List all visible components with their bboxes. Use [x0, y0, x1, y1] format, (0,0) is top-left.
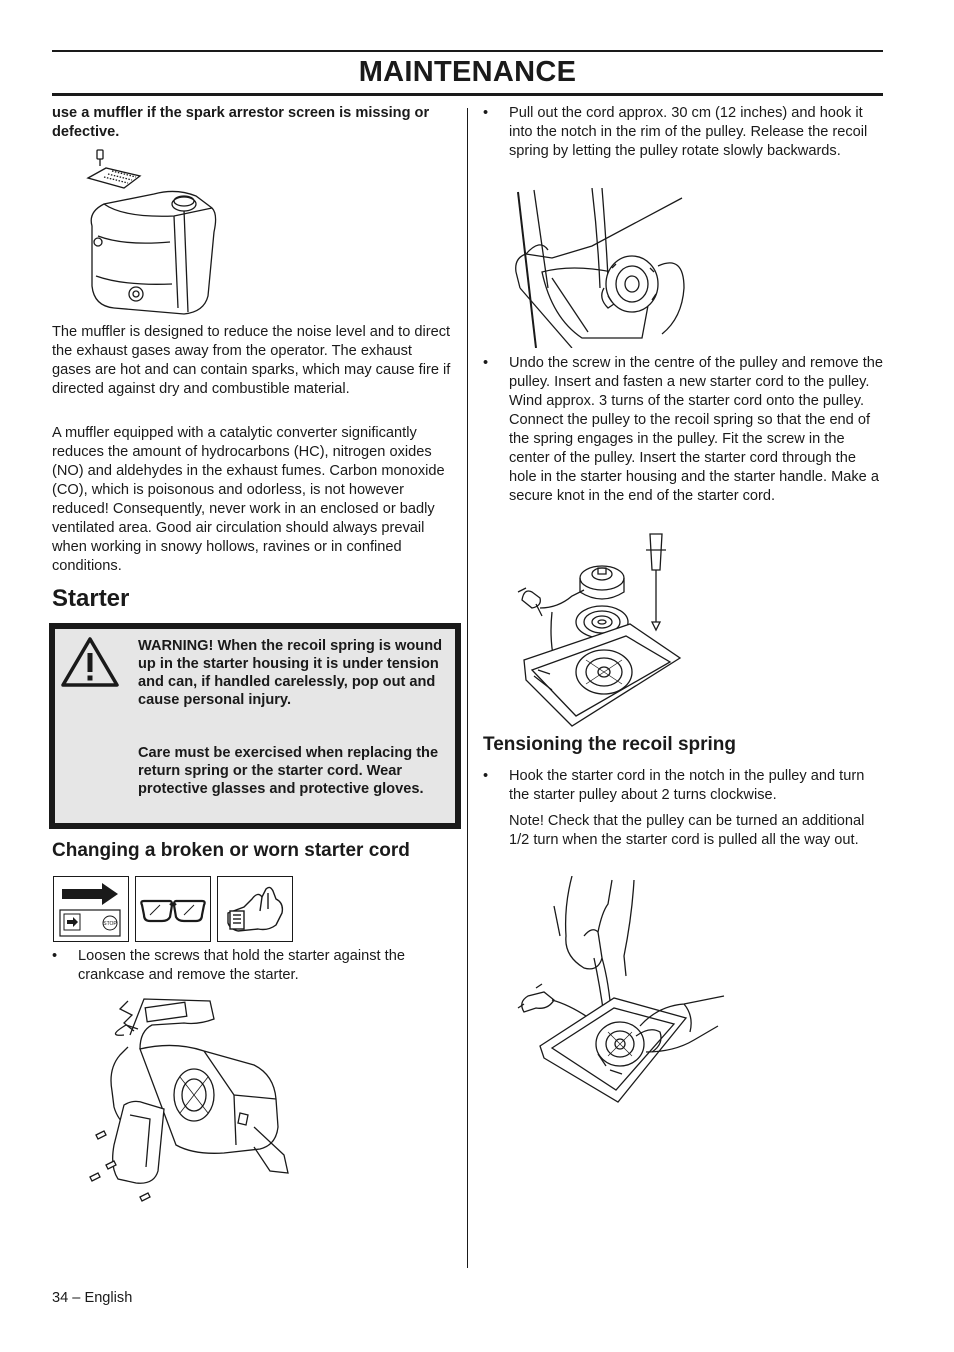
page-title: MAINTENANCE [358, 56, 577, 88]
svg-text:STOP: STOP [103, 921, 117, 927]
hook-cord-text: Hook the starter cord in the notch in th… [509, 768, 865, 803]
muffler-illustration [84, 146, 224, 318]
left-bullet-item: • Loosen the screws that hold the starte… [52, 947, 452, 985]
intro-bold-text: use a muffler if the spark arrestor scre… [52, 105, 430, 140]
muffler-paragraph: The muffler is designed to reduce the no… [52, 324, 451, 397]
pulley-assembly-illustration [512, 530, 684, 728]
pull-cord-text: Pull out the cord approx. 30 cm (12 inch… [509, 105, 868, 159]
loosen-screws-text: Loosen the screws that hold the starter … [78, 948, 405, 983]
warning-triangle-icon [60, 636, 120, 688]
column-divider [467, 108, 468, 1268]
tensioning-spring-illustration [514, 876, 726, 1108]
warning-text-2: Care must be exercised when replacing th… [138, 745, 439, 797]
chainsaw-starter-illustration [84, 995, 294, 1210]
warning-box [55, 629, 455, 823]
undo-screw-text: Undo the screw in the centre of the pull… [509, 355, 883, 504]
protective-glasses-icon [135, 876, 211, 942]
header-top-rule [52, 50, 883, 52]
bullet-marker: • [483, 105, 489, 121]
tensioning-heading: Tensioning the recoil spring [483, 734, 737, 755]
note-text: Note! Check that the pulley can be turne… [509, 813, 865, 848]
page-footer: 34 – English [52, 1290, 133, 1306]
right-bullet-item-2: • Undo the screw in the centre of the pu… [483, 354, 883, 506]
protective-gloves-icon [217, 876, 293, 942]
warning-text-1: WARNING! When the recoil spring is wound… [138, 638, 443, 708]
right-bullet-item-1: • Pull out the cord approx. 30 cm (12 in… [483, 104, 883, 161]
bullet-marker: • [483, 768, 489, 784]
starter-heading: Starter [52, 585, 130, 612]
pulley-release-illustration [512, 188, 688, 348]
changing-cord-heading: Changing a broken or worn starter cord [52, 840, 410, 861]
catalytic-paragraph: A muffler equipped with a catalytic conv… [52, 425, 445, 574]
bullet-marker: • [52, 948, 58, 964]
right-bullet-item-3: • Hook the starter cord in the notch in … [483, 767, 883, 805]
bullet-marker: • [483, 355, 489, 371]
read-manual-icon: STOP [53, 876, 129, 942]
header-bottom-rule [52, 93, 883, 96]
